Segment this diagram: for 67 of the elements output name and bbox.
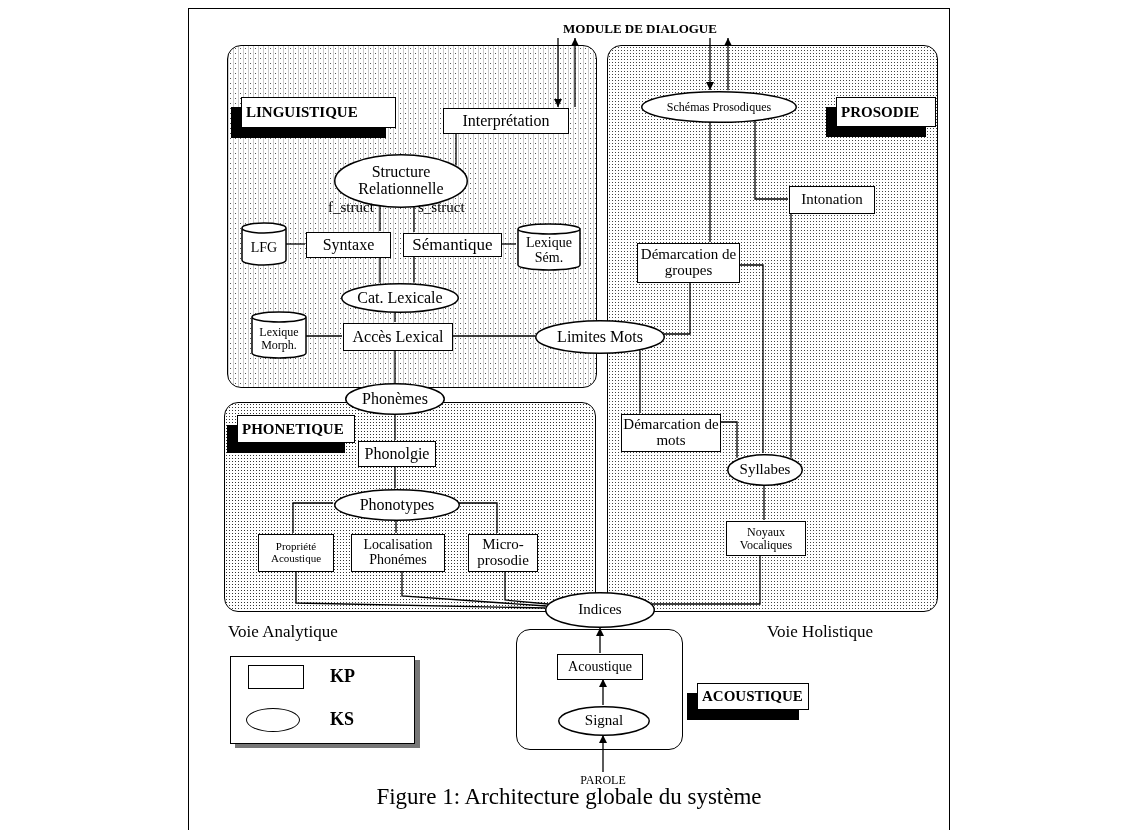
connector-line bbox=[451, 335, 536, 337]
arrow bbox=[554, 37, 562, 108]
process-box: Sémantique bbox=[403, 233, 502, 257]
arrow bbox=[596, 627, 604, 654]
connector-line bbox=[455, 132, 457, 166]
process-box: Localisation Phonémes bbox=[351, 534, 445, 572]
connector-line bbox=[763, 484, 765, 521]
connector-line bbox=[379, 256, 381, 284]
arrow bbox=[571, 37, 579, 108]
process-box: Phonolgie bbox=[358, 441, 436, 467]
connector-line bbox=[379, 205, 381, 232]
database-cylinder: Lexique Morph. bbox=[251, 311, 307, 359]
connector-line bbox=[295, 570, 546, 609]
connector-line bbox=[395, 519, 397, 534]
path-label: Voie Analytique bbox=[228, 622, 338, 642]
connector-line bbox=[639, 349, 641, 414]
connector-line bbox=[651, 554, 761, 605]
process-box: Propriété Acoustique bbox=[258, 534, 334, 572]
text-label: MODULE DE DIALOGUE bbox=[520, 20, 760, 38]
ellipse-node: Syllabes bbox=[727, 454, 803, 486]
process-box: Noyaux Vocaliques bbox=[726, 521, 806, 556]
ellipse-node: Indices bbox=[545, 592, 655, 628]
connector-line bbox=[394, 414, 396, 441]
connector-line bbox=[663, 281, 691, 335]
arrow bbox=[599, 734, 607, 773]
module-panel bbox=[516, 629, 683, 750]
connector-line bbox=[790, 212, 792, 459]
module-title-tab: LINGUISTIQUE bbox=[231, 97, 396, 138]
connector-line bbox=[413, 255, 415, 284]
connector-line bbox=[738, 264, 764, 454]
ellipse-node: Cat. Lexicale bbox=[341, 283, 459, 313]
connector-line bbox=[394, 349, 396, 384]
database-cylinder: LFG bbox=[241, 222, 287, 266]
connector-line bbox=[719, 421, 738, 459]
ellipse-node: Signal bbox=[558, 706, 650, 736]
connector-line bbox=[394, 311, 396, 323]
connector-line bbox=[458, 502, 498, 534]
connector-line bbox=[305, 335, 343, 337]
process-box: Démarcation de mots bbox=[621, 414, 721, 452]
database-cylinder: Lexique Sém. bbox=[517, 223, 581, 271]
process-box: Accès Lexical bbox=[343, 323, 453, 351]
connector-line bbox=[285, 243, 306, 245]
connector-line bbox=[709, 121, 711, 243]
process-box: Micro-prosodie bbox=[468, 534, 538, 572]
legend-label: KS bbox=[330, 709, 354, 730]
process-box: Syntaxe bbox=[306, 232, 391, 258]
process-box: Interprétation bbox=[443, 108, 569, 134]
connector-line bbox=[401, 570, 548, 607]
ellipse-node: Schémas Prosodiques bbox=[641, 91, 797, 123]
module-title-tab: PROSODIE bbox=[826, 97, 936, 137]
module-title-tab: PHONETIQUE bbox=[227, 415, 355, 453]
ellipse-node: Phonotypes bbox=[334, 489, 460, 521]
arrow bbox=[599, 678, 607, 706]
process-box: Intonation bbox=[789, 186, 875, 214]
connector-line bbox=[754, 119, 789, 200]
connector-line bbox=[394, 465, 396, 489]
connector-line bbox=[413, 205, 415, 233]
arrow bbox=[724, 37, 732, 91]
process-box: Acoustique bbox=[557, 654, 643, 680]
connector-line bbox=[292, 502, 334, 534]
arrow bbox=[706, 37, 714, 91]
path-label: Voie Holistique bbox=[767, 622, 873, 642]
connector-line bbox=[500, 243, 517, 245]
legend-label: KP bbox=[330, 666, 355, 687]
connector-line bbox=[504, 570, 549, 605]
process-box: Démarcation de groupes bbox=[637, 243, 740, 283]
module-title-tab: ACOUSTIQUE bbox=[687, 683, 809, 720]
